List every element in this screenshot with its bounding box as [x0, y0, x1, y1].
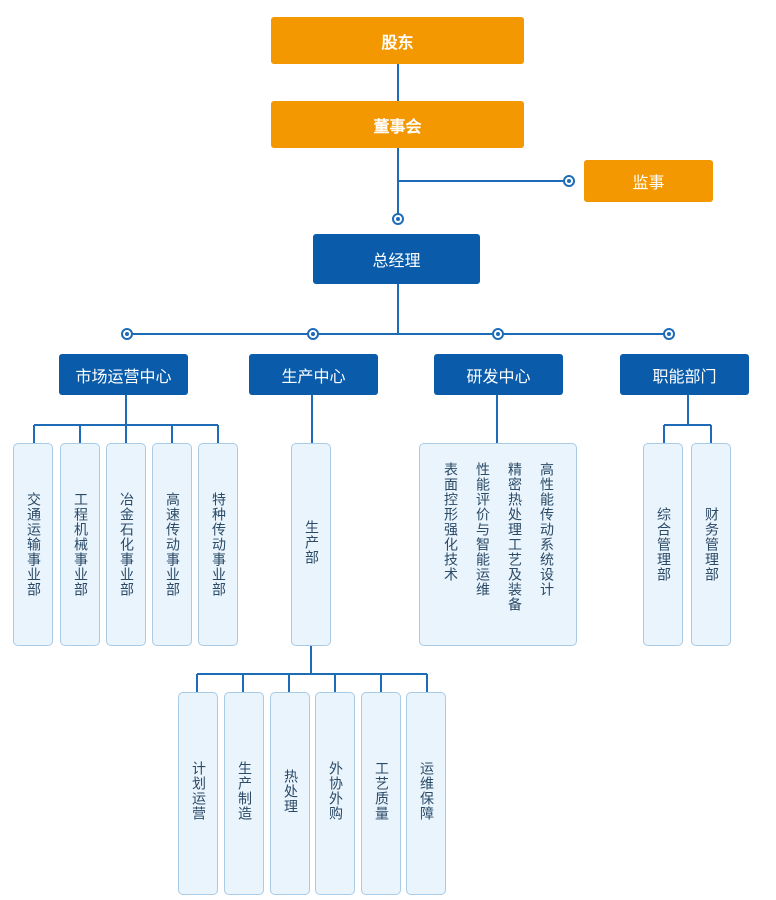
department-label: 财务管理部 — [703, 507, 719, 582]
board-box: 董事会 — [271, 101, 524, 148]
division-high-speed: 高速传动事业部 — [152, 443, 192, 646]
general-manager-box: 总经理 — [313, 234, 480, 284]
division-metallurgy: 冶金石化事业部 — [106, 443, 146, 646]
unit-label: 运维保障 — [418, 761, 434, 821]
division-label: 交通运输事业部 — [25, 492, 41, 597]
unit-label: 生产制造 — [236, 761, 252, 821]
department-label: 生产部 — [303, 520, 319, 565]
functional-departments-box: 职能部门 — [620, 354, 749, 395]
dept-finance: 财务管理部 — [691, 443, 731, 646]
rd-group-label: 性能评价与智能运维 — [474, 462, 490, 597]
division-label: 特种传动事业部 — [210, 492, 226, 597]
rd-group-label: 表面控形强化技术 — [442, 462, 458, 582]
unit-label: 外协外购 — [327, 761, 343, 821]
division-label: 高速传动事业部 — [164, 492, 180, 597]
division-transport: 交通运输事业部 — [13, 443, 53, 646]
unit-process-quality: 工艺质量 — [361, 692, 401, 895]
rd-center-box: 研发中心 — [434, 354, 563, 395]
unit-operations: 运维保障 — [406, 692, 446, 895]
division-engineering-machinery: 工程机械事业部 — [60, 443, 100, 646]
market-center-box: 市场运营中心 — [59, 354, 188, 395]
rd-group-label: 高性能传动系统设计 — [538, 462, 554, 597]
supervisor-box: 监事 — [584, 160, 713, 202]
unit-label: 工艺质量 — [373, 761, 389, 821]
division-special: 特种传动事业部 — [198, 443, 238, 646]
production-center-box: 生产中心 — [249, 354, 378, 395]
dept-general-management: 综合管理部 — [643, 443, 683, 646]
unit-manufacturing: 生产制造 — [224, 692, 264, 895]
unit-label: 计划运营 — [190, 761, 206, 821]
unit-label: 热处理 — [282, 769, 298, 814]
division-label: 冶金石化事业部 — [118, 492, 134, 597]
production-department: 生产部 — [291, 443, 331, 646]
rd-group-label: 精密热处理工艺及装备 — [506, 462, 522, 612]
unit-planning: 计划运营 — [178, 692, 218, 895]
rd-groups-panel: 高性能传动系统设计 精密热处理工艺及装备 性能评价与智能运维 表面控形强化技术 — [419, 443, 577, 646]
unit-outsourcing: 外协外购 — [315, 692, 355, 895]
shareholders-box: 股东 — [271, 17, 524, 64]
department-label: 综合管理部 — [655, 507, 671, 582]
division-label: 工程机械事业部 — [72, 492, 88, 597]
unit-heat-treatment: 热处理 — [270, 692, 310, 895]
